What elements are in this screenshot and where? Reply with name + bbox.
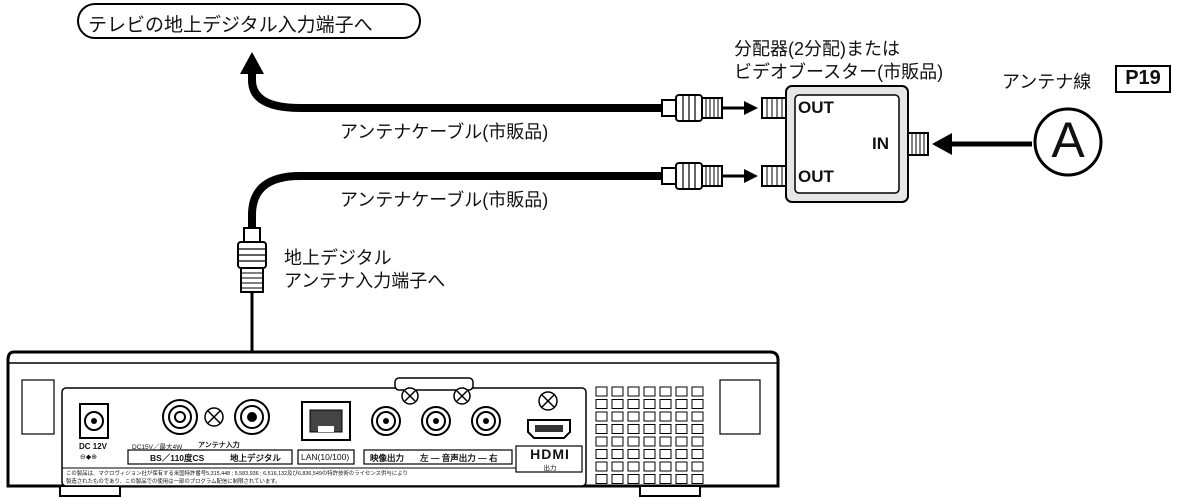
vent-slot [691, 399, 704, 409]
vent-slot [595, 461, 608, 472]
vent-slot [659, 461, 672, 472]
video-out-label: 映像出力 [370, 453, 405, 463]
vent-slot [643, 424, 656, 434]
vent-slot [627, 436, 640, 447]
vent-slot [643, 411, 656, 422]
vent-slot [675, 386, 688, 397]
tv-input-box [77, 3, 421, 39]
vent-slot [691, 461, 704, 472]
cable-connector-top [661, 94, 758, 122]
vent-slot [643, 436, 656, 447]
tv-input-label: テレビの地上デジタル入力端子へ [88, 15, 373, 36]
splitter-out-top: OUT [798, 98, 834, 117]
page-ref-box [1115, 65, 1171, 93]
vent-slot [595, 386, 608, 397]
terrestrial-label-line2: アンテナ入力端子へ [284, 271, 446, 291]
arrow-left-icon [932, 133, 952, 155]
vent-slot [691, 449, 704, 459]
notice-line2: 製造されたものであり、この製品での使用は一部のプログラム配信に制限されています。 [66, 479, 281, 485]
vent-slot [611, 386, 624, 397]
vent-slot [643, 461, 656, 472]
vent-slot [595, 474, 608, 484]
vent-slot [627, 399, 640, 409]
vent-slot [595, 436, 608, 447]
vent-slot [595, 411, 608, 422]
vent-slot [595, 424, 608, 434]
vent-slot [611, 436, 624, 447]
vent-slot [659, 449, 672, 459]
vent-grid [595, 386, 704, 484]
splitter-in: IN [872, 134, 889, 153]
vent-slot [611, 411, 624, 422]
dc-symbol: ⊖◆⊕ [80, 454, 98, 461]
audio-out-label: 左 ― 音声出力 ― 右 [420, 453, 498, 463]
vent-slot [627, 461, 640, 472]
vent-slot [675, 436, 688, 447]
hdmi-out-label: 出力 [543, 465, 557, 472]
bs-cs-label: BS／110度CS [150, 453, 205, 463]
vent-slot [691, 386, 704, 397]
splitter-label-line2: ビデオブースター(市販品) [734, 62, 944, 82]
terrestrial-label-line1: 地上デジタル [284, 248, 392, 268]
vent-slot [659, 436, 672, 447]
vent-slot [627, 449, 640, 459]
page-ref[interactable]: P19 [1125, 67, 1161, 89]
vent-slot [611, 449, 624, 459]
vent-slot [595, 449, 608, 459]
vent-slot [643, 449, 656, 459]
arrow-up-icon [240, 52, 264, 74]
antenna-power-label: DC15V／最大4W [132, 444, 183, 451]
splitter-out-bottom: OUT [798, 167, 834, 186]
vent-slot [659, 399, 672, 409]
device-body [6, 350, 780, 497]
vent-slot [691, 411, 704, 422]
cable-to-device [248, 172, 675, 240]
cable-label-bottom: アンテナケーブル(市販品) [340, 190, 549, 210]
antenna-circle [1033, 107, 1103, 177]
vent-slot [691, 424, 704, 434]
lan-label: LAN(10/100) [301, 452, 350, 462]
cable-connector-device [237, 227, 267, 408]
vent-slot [675, 399, 688, 409]
vent-slot [595, 399, 608, 409]
hdmi-logo: HDMI [530, 446, 570, 462]
vent-slot [675, 461, 688, 472]
vent-slot [659, 424, 672, 434]
vent-slot [675, 424, 688, 434]
vent-slot [675, 449, 688, 459]
vent-slot [611, 424, 624, 434]
vent-slot [627, 424, 640, 434]
vent-slot [675, 411, 688, 422]
vent-slot [691, 436, 704, 447]
vent-slot [675, 474, 688, 484]
vent-slot [659, 411, 672, 422]
vent-slot [643, 386, 656, 397]
vent-slot [627, 386, 640, 397]
terrestrial-port-label: 地上デジタル [230, 453, 281, 463]
notice-line1: この製品は、マクロヴィジョン社が保有する米国特許番号5,315,448 ; 5,… [66, 471, 408, 477]
vent-slot [611, 474, 624, 484]
antenna-letter-icon: A [1051, 112, 1085, 168]
cable-connector-bottom [661, 162, 758, 190]
antenna-input-label: アンテナ入力 [198, 442, 240, 449]
dc-label: DC 12V [79, 442, 108, 451]
cable-label-top: アンテナケーブル(市販品) [340, 122, 549, 142]
vent-slot [611, 399, 624, 409]
vent-slot [611, 461, 624, 472]
vent-slot [659, 474, 672, 484]
vent-slot [627, 474, 640, 484]
vent-slot [627, 411, 640, 422]
cable-to-tv [248, 70, 675, 112]
vent-slot [659, 386, 672, 397]
antenna-line-label: アンテナ線 [1002, 72, 1092, 92]
vent-slot [643, 474, 656, 484]
vent-slot [643, 399, 656, 409]
splitter-label-line1: 分配器(2分配)または [734, 39, 900, 59]
vent-slot [691, 474, 704, 484]
splitter-box [761, 85, 929, 203]
